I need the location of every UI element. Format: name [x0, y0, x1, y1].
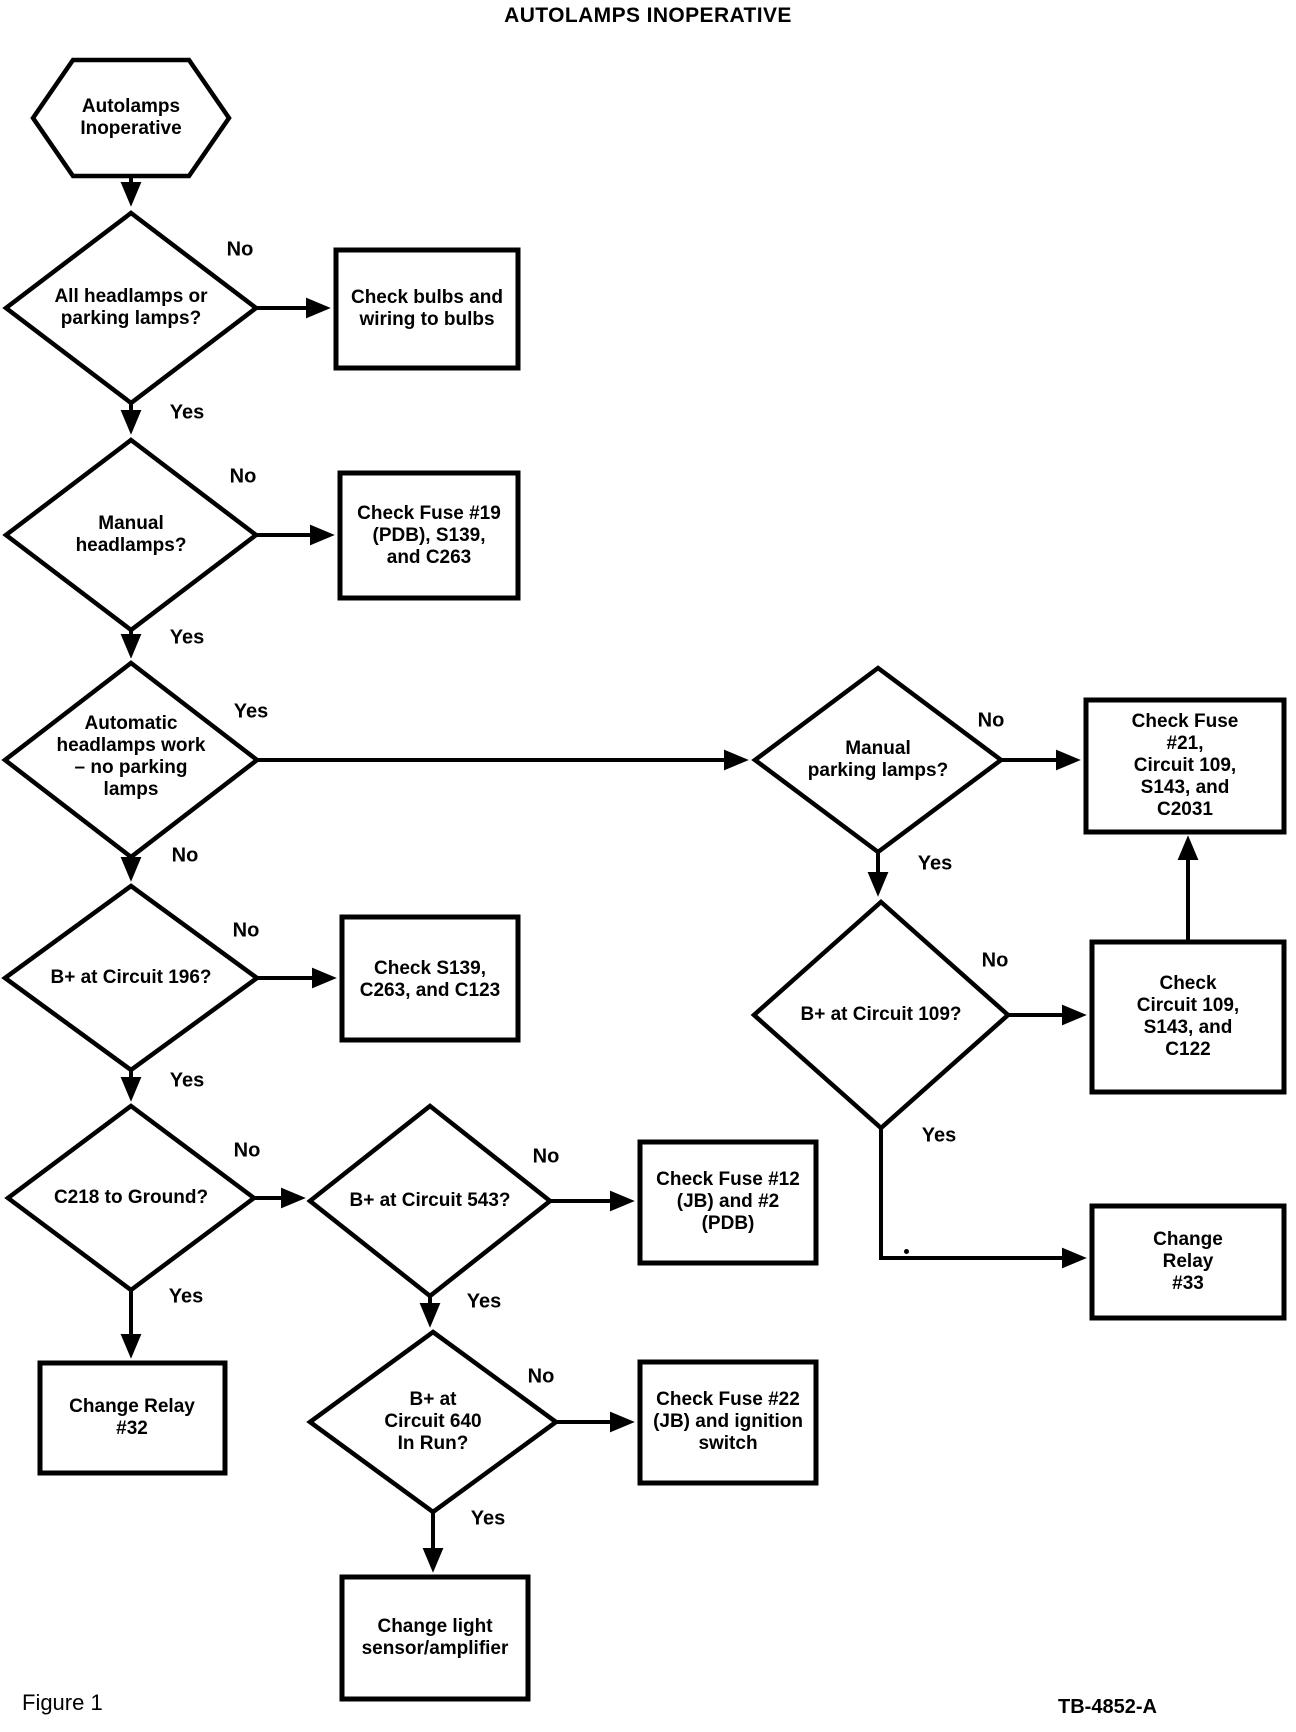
- action-change-relay32: [37, 1360, 228, 1476]
- label-no-circuit196: No: [232, 919, 260, 942]
- action-check-circuit109: [1089, 939, 1287, 1095]
- decision-b-circuit543-label: B+ at Circuit 543?: [349, 1190, 511, 1211]
- start-hexagon: [30, 57, 232, 179]
- decision-b-circuit640: [306, 1329, 560, 1515]
- action-change-relay32-label: Change Relay #32: [69, 1396, 195, 1439]
- action-check-fuse21-label: Check Fuse #21, Circuit 109, S143, and C…: [1131, 711, 1239, 820]
- action-change-sensor-label: Change light sensor/amplifier: [361, 1616, 509, 1659]
- action-check-s139: [339, 914, 521, 1043]
- decision-b-circuit109: [750, 898, 1012, 1132]
- action-check-bulbs: [333, 247, 521, 371]
- label-no-circuit109: No: [981, 949, 1009, 972]
- decision-auto-headlamps-label: Automatic headlamps work – no parking la…: [56, 713, 206, 800]
- action-change-relay33: [1089, 1203, 1287, 1321]
- decision-b-circuit109-label: B+ at Circuit 109?: [800, 1004, 962, 1025]
- action-check-fuse21: [1083, 697, 1287, 835]
- action-check-fuse12: [637, 1139, 819, 1266]
- label-yes-manual-headlamps: Yes: [169, 626, 205, 649]
- action-check-s139-label: Check S139, C263, and C123: [359, 958, 501, 1001]
- decision-manual-parking: [751, 665, 1005, 855]
- label-no-c218: No: [233, 1139, 261, 1162]
- page-title: AUTOLAMPS INOPERATIVE: [504, 4, 792, 27]
- label-no-manual-parking: No: [977, 709, 1005, 732]
- decision-b-circuit640-label: B+ at Circuit 640 In Run?: [384, 1389, 482, 1454]
- label-yes-circuit196: Yes: [169, 1069, 205, 1092]
- decision-b-circuit196-label: B+ at Circuit 196?: [50, 967, 212, 988]
- action-check-fuse22: [637, 1359, 819, 1486]
- decision-all-lamps: [2, 210, 260, 406]
- label-yes-auto-headlamps: Yes: [233, 700, 269, 723]
- label-no-circuit640: No: [527, 1365, 555, 1388]
- action-check-bulbs-label: Check bulbs and wiring to bulbs: [350, 287, 504, 330]
- label-yes-manual-parking: Yes: [917, 852, 953, 875]
- action-check-fuse19: [337, 470, 521, 601]
- stray-mark: [904, 1249, 909, 1254]
- decision-b-circuit196: [1, 883, 261, 1073]
- doc-number: TB-4852-A: [1058, 1696, 1157, 1718]
- action-change-sensor: [339, 1574, 531, 1702]
- label-no-auto-headlamps: No: [171, 844, 199, 867]
- decision-all-lamps-label: All headlamps or parking lamps?: [54, 286, 208, 329]
- decision-manual-headlamps-label: Manual headlamps?: [75, 513, 187, 556]
- decision-manual-parking-label: Manual parking lamps?: [807, 738, 949, 781]
- label-yes-circuit543: Yes: [466, 1290, 502, 1313]
- action-check-fuse22-label: Check Fuse #22 (JB) and ignition switch: [653, 1389, 803, 1454]
- decision-auto-headlamps: [1, 660, 261, 860]
- action-check-fuse19-label: Check Fuse #19 (PDB), S139, and C263: [357, 503, 501, 568]
- label-no-manual-headlamps: No: [229, 465, 257, 488]
- decision-c218-ground: [4, 1103, 258, 1293]
- start-hexagon-label: Autolamps Inoperative: [80, 96, 182, 139]
- label-no-all-lamps: No: [226, 238, 254, 261]
- label-yes-c218: Yes: [168, 1285, 204, 1308]
- decision-c218-ground-label: C218 to Ground?: [53, 1187, 209, 1208]
- decision-b-circuit543: [306, 1103, 554, 1299]
- label-yes-circuit109: Yes: [921, 1124, 957, 1147]
- label-yes-all-lamps: Yes: [169, 401, 205, 424]
- label-no-circuit543: No: [532, 1145, 560, 1168]
- figure-label: Figure 1: [22, 1690, 103, 1715]
- edge-circuit109-yes: [879, 1129, 1087, 1269]
- action-check-circuit109-label: Check Circuit 109, S143, and C122: [1136, 973, 1240, 1060]
- action-check-fuse12-label: Check Fuse #12 (JB) and #2 (PDB): [656, 1169, 800, 1234]
- decision-manual-headlamps: [2, 437, 260, 633]
- action-change-relay33-label: Change Relay #33: [1153, 1229, 1223, 1294]
- label-yes-circuit640: Yes: [470, 1507, 506, 1530]
